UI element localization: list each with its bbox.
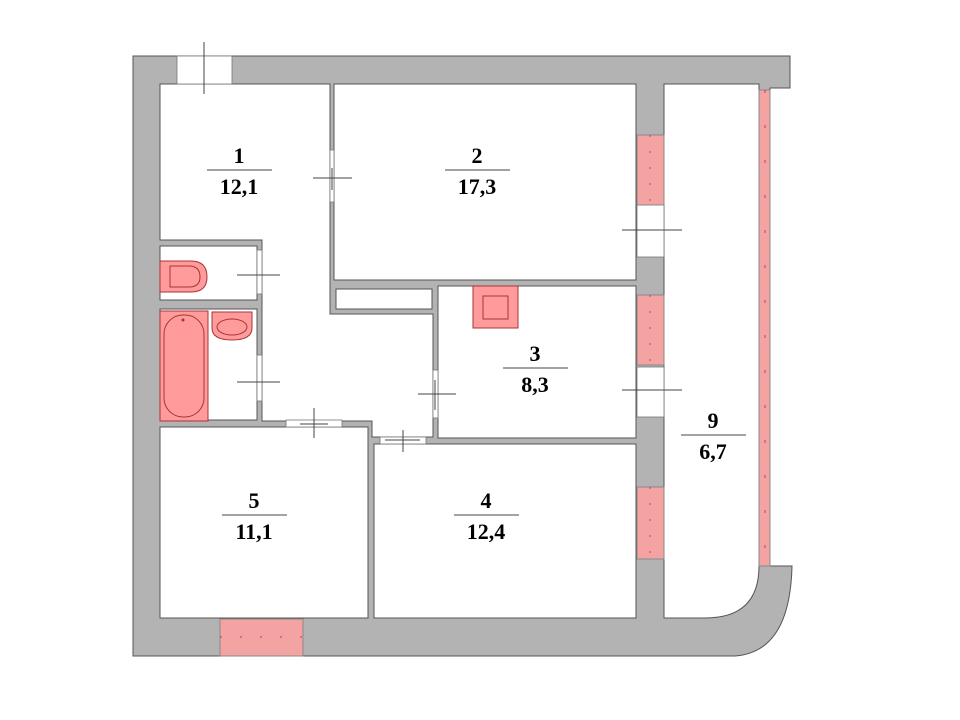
- room-area: 12,1: [220, 174, 259, 199]
- room-label-2: 2 17,3: [445, 143, 510, 199]
- room-number: 2: [472, 143, 483, 168]
- balcony-door-room-2: [636, 204, 665, 258]
- closet: [335, 288, 433, 310]
- room-2: [333, 83, 637, 281]
- room-3: [437, 285, 637, 439]
- room-number: 5: [249, 488, 260, 513]
- room-4: [373, 443, 637, 619]
- room-area: 6,7: [699, 439, 727, 464]
- sink-icon: [211, 311, 253, 341]
- room-number: 3: [530, 341, 541, 366]
- doors: [237, 149, 456, 452]
- room-5: [159, 426, 369, 619]
- toilet-icon: [159, 260, 208, 293]
- room-area: 11,1: [235, 519, 272, 544]
- room-label-9: 9 6,7: [681, 408, 746, 464]
- room-label-5: 5 11,1: [222, 488, 287, 544]
- windows-pink: [219, 89, 771, 657]
- room-number: 4: [481, 488, 492, 513]
- room-label-1: 1 12,1: [207, 143, 272, 199]
- room-label-3: 3 8,3: [503, 341, 568, 397]
- room-area: 8,3: [521, 372, 549, 397]
- room-number: 1: [234, 143, 245, 168]
- bathtub-icon: [159, 310, 209, 422]
- room-area: 12,4: [467, 519, 506, 544]
- balcony-door-room-3: [636, 366, 665, 418]
- room-area: 17,3: [458, 174, 497, 199]
- ventilation-shaft: [472, 285, 519, 329]
- room-9-balcony: [663, 83, 760, 619]
- room-number: 9: [708, 408, 719, 433]
- room-label-4: 4 12,4: [454, 488, 519, 544]
- room-1-hall: [159, 83, 434, 438]
